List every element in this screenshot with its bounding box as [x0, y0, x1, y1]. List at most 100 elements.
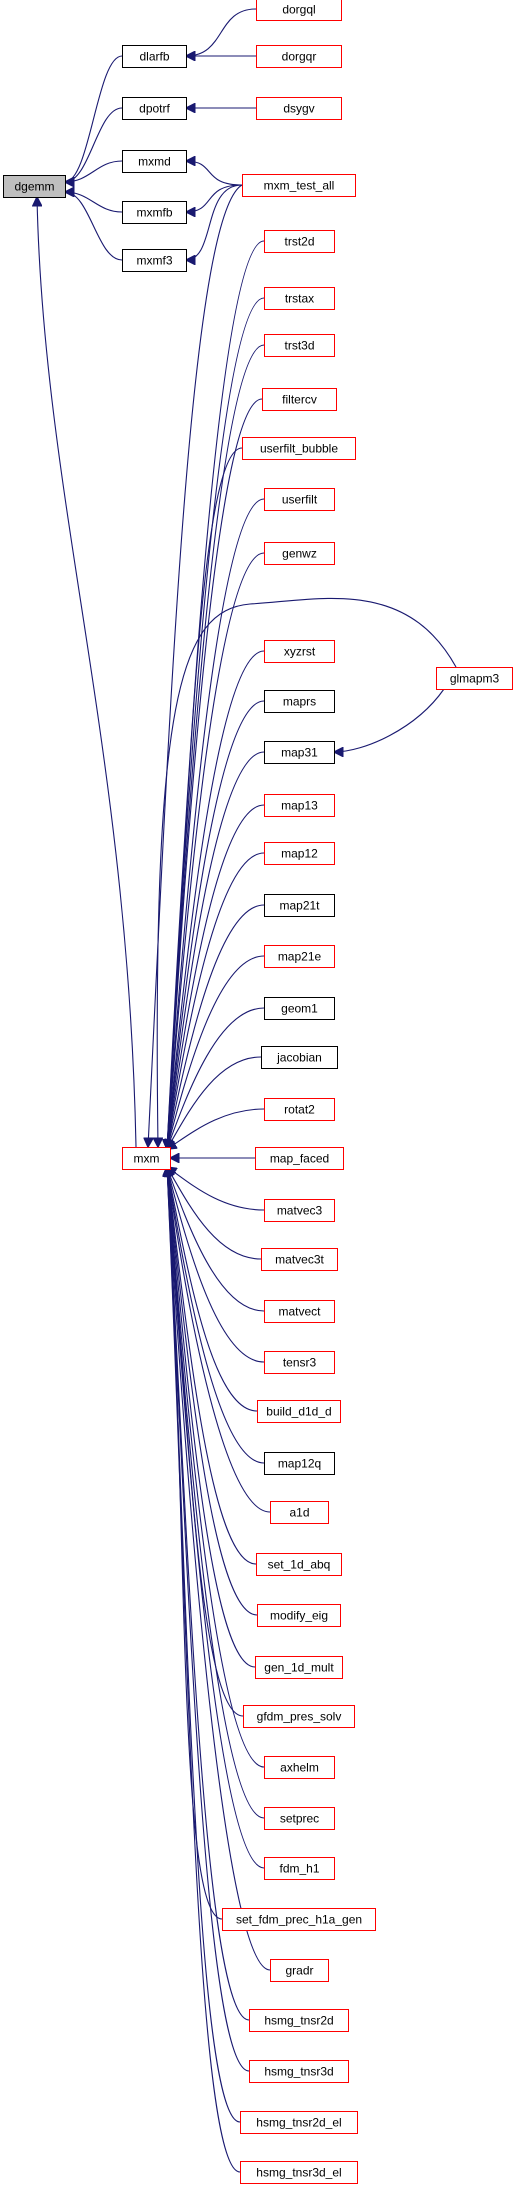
node-map21t[interactable]: map21t	[264, 894, 335, 917]
edge-mxm-to-dgemm	[37, 197, 137, 1148]
node-map12q[interactable]: map12q	[264, 1452, 335, 1475]
node-dlarfb[interactable]: dlarfb	[122, 45, 187, 68]
node-jacobian[interactable]: jacobian	[261, 1046, 338, 1069]
node-box	[257, 1604, 341, 1627]
node-label: fdm_h1	[279, 1862, 319, 1876]
node-trst3d[interactable]: trst3d	[264, 334, 335, 357]
edge-modify-eig-to-mxm	[167, 1167, 258, 1616]
node-trst2d[interactable]: trst2d	[264, 230, 335, 253]
node-gen-1d-mult[interactable]: gen_1d_mult	[255, 1656, 343, 1679]
node-map-faced[interactable]: map_faced	[255, 1147, 344, 1170]
node-mxmf3[interactable]: mxmf3	[122, 249, 187, 272]
node-dgemm[interactable]: dgemm	[3, 175, 66, 198]
node-userfilt-bubble[interactable]: userfilt_bubble	[242, 437, 356, 460]
node-label: userfilt	[282, 493, 318, 507]
edge-filtercv-to-mxm	[167, 398, 263, 1149]
node-glmapm3[interactable]: glmapm3	[436, 667, 513, 690]
node-genwz[interactable]: genwz	[264, 542, 335, 565]
node-dsygv[interactable]: dsygv	[256, 97, 342, 120]
node-geom1[interactable]: geom1	[264, 997, 335, 1020]
node-dorgqr[interactable]: dorgqr	[256, 45, 342, 68]
node-modify-eig[interactable]: modify_eig	[257, 1604, 341, 1627]
edge-map21t-to-mxm	[167, 904, 265, 1149]
node-label: matvec3t	[275, 1253, 324, 1267]
node-matvect[interactable]: matvect	[264, 1300, 335, 1323]
edge-trst2d-to-mxm	[167, 240, 265, 1149]
edge-jacobian-to-mxm	[167, 1056, 262, 1149]
node-label: dgemm	[14, 180, 54, 194]
node-rotat2[interactable]: rotat2	[264, 1098, 335, 1121]
node-gfdm-pres-solv[interactable]: gfdm_pres_solv	[243, 1705, 355, 1728]
edge-matvec3t-to-mxm	[167, 1167, 262, 1260]
edge-mxm-test-all-to-mxmfb	[186, 184, 243, 212]
edge-set-1d-abq-to-mxm	[167, 1167, 257, 1565]
node-label: hsmg_tnsr2d_el	[256, 2116, 341, 2130]
node-map21e[interactable]: map21e	[264, 945, 335, 968]
node-label: setprec	[280, 1812, 319, 1826]
node-set-fdm-prec-h1a-gen[interactable]: set_fdm_prec_h1a_gen	[222, 1908, 376, 1931]
node-gradr[interactable]: gradr	[270, 1959, 329, 1982]
node-box	[270, 1959, 329, 1982]
node-box	[122, 45, 187, 68]
node-label: map_faced	[270, 1152, 329, 1166]
node-hsmg-tnsr3d-el[interactable]: hsmg_tnsr3d_el	[240, 2161, 358, 2184]
node-fdm-h1[interactable]: fdm_h1	[264, 1857, 335, 1880]
edge-maprs-to-mxm	[167, 700, 265, 1149]
node-dpotrf[interactable]: dpotrf	[122, 97, 187, 120]
node-box	[264, 640, 335, 663]
node-box	[242, 437, 356, 460]
node-userfilt[interactable]: userfilt	[264, 488, 335, 511]
node-set-1d-abq[interactable]: set_1d_abq	[256, 1553, 342, 1576]
node-label: xyzrst	[284, 645, 316, 659]
node-box	[242, 174, 356, 197]
node-label: gfdm_pres_solv	[257, 1710, 342, 1724]
node-filtercv[interactable]: filtercv	[262, 388, 337, 411]
node-box	[122, 249, 187, 272]
node-label: genwz	[282, 547, 317, 561]
node-map12[interactable]: map12	[264, 842, 335, 865]
node-box	[264, 542, 335, 565]
edge-glmapm3-to-mxm	[157, 597, 457, 1147]
node-build-d1d-d[interactable]: build_d1d_d	[257, 1400, 341, 1423]
node-mxm-test-all[interactable]: mxm_test_all	[242, 174, 356, 197]
edge-mxmf3-to-dgemm	[65, 192, 123, 261]
edge-genwz-to-mxm	[167, 552, 265, 1149]
node-box	[436, 667, 513, 690]
edge-geom1-to-mxm	[167, 1007, 265, 1149]
node-dorgql[interactable]: dorgql	[256, 0, 342, 21]
node-label: set_fdm_prec_h1a_gen	[236, 1913, 362, 1927]
node-map31[interactable]: map31	[264, 741, 335, 764]
node-label: tensr3	[283, 1356, 317, 1370]
node-axhelm[interactable]: axhelm	[264, 1756, 335, 1779]
edge-xyzrst-to-mxm	[167, 650, 265, 1149]
node-label: dpotrf	[139, 102, 170, 116]
node-box	[264, 1452, 335, 1475]
node-map13[interactable]: map13	[264, 794, 335, 817]
node-mxmfb[interactable]: mxmfb	[122, 201, 187, 224]
node-box	[240, 2161, 358, 2184]
node-matvec3[interactable]: matvec3	[264, 1199, 335, 1222]
node-label: gen_1d_mult	[264, 1661, 334, 1675]
node-label: modify_eig	[270, 1609, 328, 1623]
edge-map13-to-mxm	[167, 804, 265, 1149]
edge-hsmg-tnsr3d-to-mxm	[167, 1167, 250, 2072]
node-xyzrst[interactable]: xyzrst	[264, 640, 335, 663]
node-label: axhelm	[280, 1761, 319, 1775]
node-mxm[interactable]: mxm	[122, 1147, 171, 1170]
node-box	[122, 1147, 171, 1170]
node-label: a1d	[289, 1506, 309, 1520]
node-tensr3[interactable]: tensr3	[264, 1351, 335, 1374]
node-mxmd[interactable]: mxmd	[122, 150, 187, 173]
node-maprs[interactable]: maprs	[264, 690, 335, 713]
node-hsmg-tnsr2d-el[interactable]: hsmg_tnsr2d_el	[240, 2111, 358, 2134]
node-setprec[interactable]: setprec	[264, 1807, 335, 1830]
node-label: trst2d	[284, 235, 314, 249]
node-a1d[interactable]: a1d	[270, 1501, 329, 1524]
node-trstax[interactable]: trstax	[264, 287, 335, 310]
node-hsmg-tnsr2d[interactable]: hsmg_tnsr2d	[249, 2009, 349, 2032]
node-matvec3t[interactable]: matvec3t	[261, 1248, 338, 1271]
node-hsmg-tnsr3d[interactable]: hsmg_tnsr3d	[249, 2060, 349, 2083]
edge-axhelm-to-mxm	[167, 1167, 265, 1768]
edge-mxmd-to-dgemm	[65, 160, 123, 182]
